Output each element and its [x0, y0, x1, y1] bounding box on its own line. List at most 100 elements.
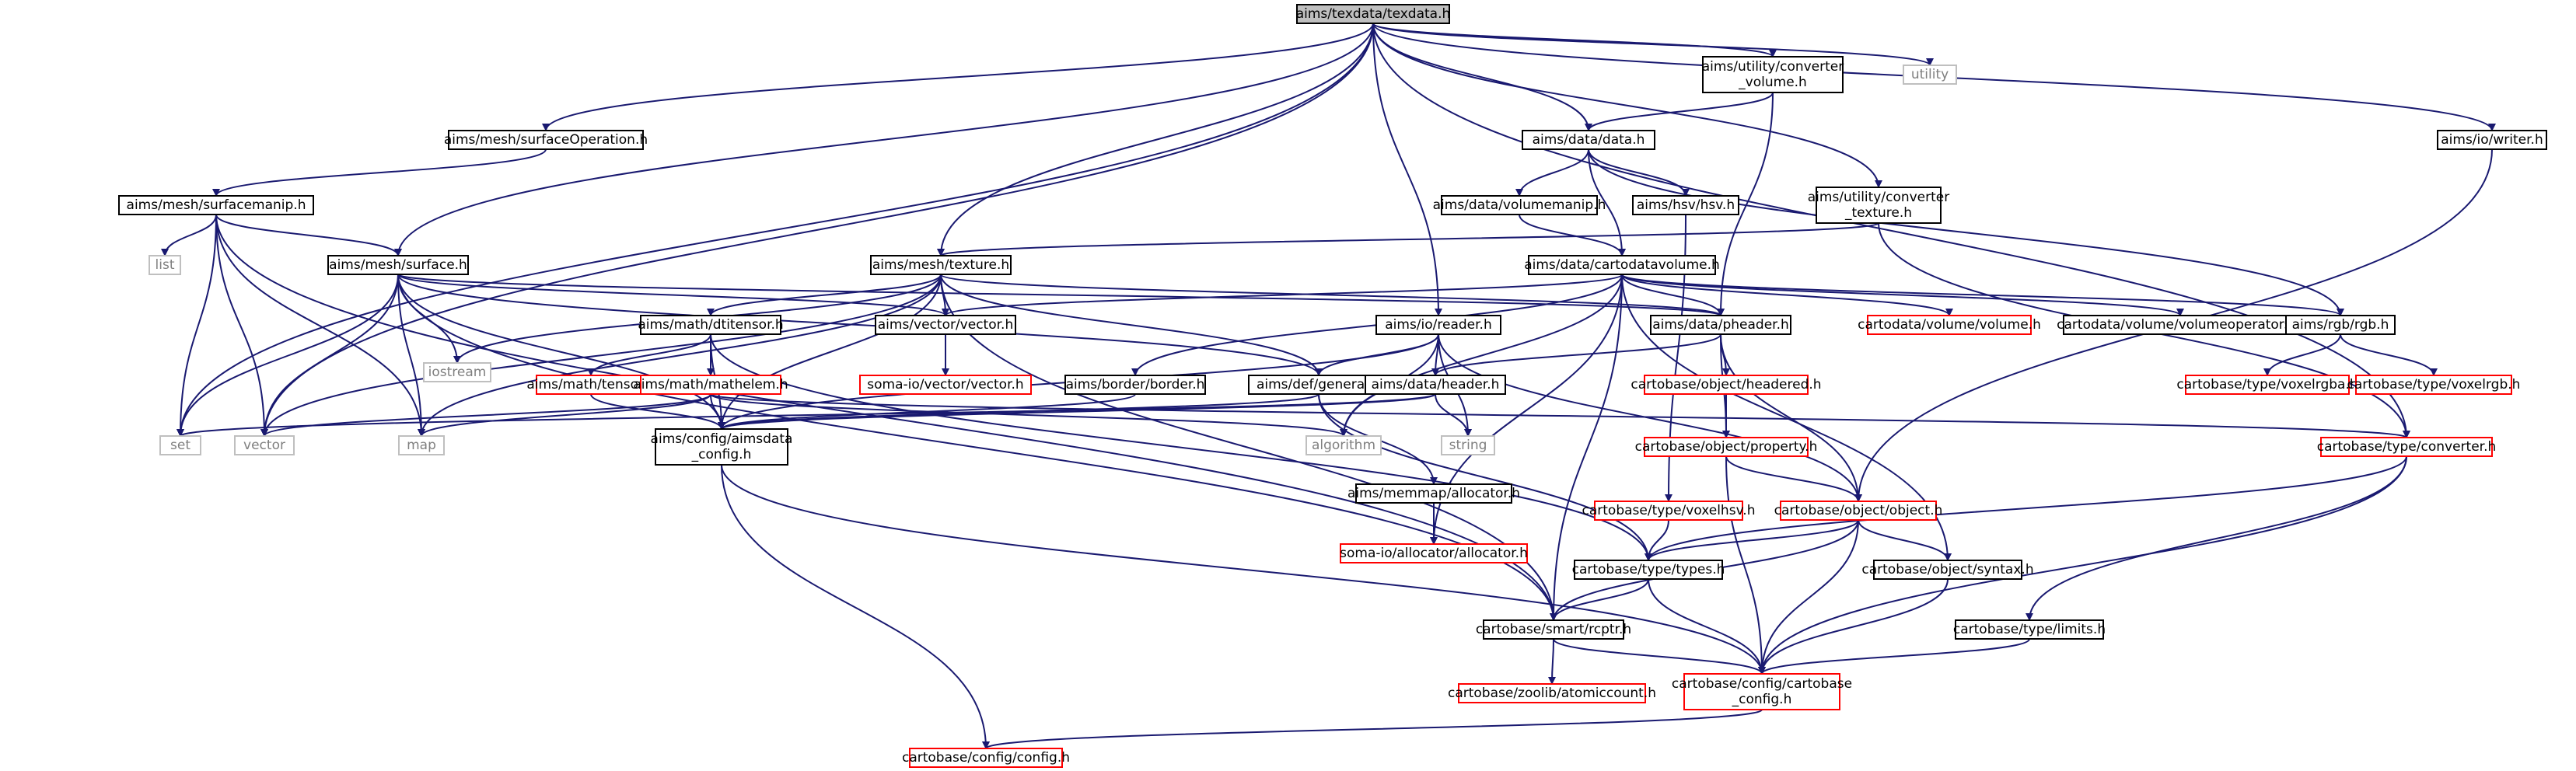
node-types[interactable]: cartobase/type/types.h [1572, 560, 1725, 580]
node-surfManip[interactable]: aims/mesh/surfacemanip.h [118, 195, 314, 215]
edge-syntax-to-cbconfig [1758, 578, 1949, 675]
node-mathelem[interactable]: aims/math/mathelem.h [633, 375, 788, 395]
node-root[interactable]: aims/texdata/texdata.h [1296, 4, 1451, 24]
edge-converter-to-cbconfig [1758, 455, 2407, 675]
node-label: aims/texdata/texdata.h [1296, 6, 1451, 22]
node-voxelrgb[interactable]: cartobase/type/voxelrgb.h [2347, 375, 2521, 395]
node-box [1594, 501, 1743, 521]
edge-surfManip-to-list [161, 214, 217, 256]
node-border[interactable]: aims/border/border.h [1064, 375, 1206, 395]
edge-texture-to-map [418, 274, 942, 437]
node-box [1483, 619, 1624, 640]
edge-cartovol-to-pheader [1621, 274, 1725, 316]
node-hsv[interactable]: aims/hsv/hsv.h [1632, 195, 1739, 215]
node-aimsconfig[interactable]: aims/config/aimsdata_config.h [651, 428, 793, 466]
node-label: _config.h [691, 447, 752, 462]
node-algorithm: algorithm [1305, 435, 1382, 455]
edge-root-to-surfOp [542, 23, 1374, 131]
node-box [655, 428, 788, 466]
node-pheader[interactable]: aims/data/pheader.h [1650, 315, 1791, 335]
node-voxelhsv[interactable]: cartobase/type/voxelhsv.h [1582, 501, 1756, 521]
node-cvolume[interactable]: cartodata/volume/volume.h [1858, 315, 2041, 335]
edge-root-to-utility [1372, 23, 1934, 66]
node-box [327, 255, 469, 275]
node-cbconfig[interactable]: cartobase/config/cartobase_config.h [1672, 673, 1852, 710]
node-convVol[interactable]: aims/utility/converter_volume.h [1702, 56, 1844, 93]
edge-pheader-to-header [1431, 333, 1721, 376]
node-memmap[interactable]: aims/memmap/allocator.h [1347, 483, 1520, 504]
node-writer[interactable]: aims/io/writer.h [2437, 130, 2547, 150]
node-somavector[interactable]: soma-io/vector/vector.h [859, 375, 1032, 395]
edge-cartovol-to-cvolume [1621, 274, 1953, 316]
node-atomic[interactable]: cartobase/zoolib/atomiccount.h [1448, 683, 1656, 703]
node-ioreader[interactable]: aims/io/reader.h [1375, 315, 1501, 335]
edge-rgb-to-voxelrgba [2263, 333, 2341, 376]
node-box [1528, 255, 1716, 275]
node-label: _config.h [1732, 692, 1792, 707]
node-box [1441, 195, 1598, 215]
node-string: string [1441, 435, 1495, 455]
edge-convVol-to-datah [1585, 92, 1774, 131]
node-voxelrgba[interactable]: cartobase/type/voxelrgba.h [2176, 375, 2358, 395]
edge-surfManip-to-map [215, 214, 425, 437]
node-label: list [156, 257, 175, 273]
node-vectorh[interactable]: aims/vector/vector.h [875, 315, 1016, 335]
node-cartovol[interactable]: aims/data/cartodatavolume.h [1524, 255, 1720, 275]
edge-mathelem-to-map [418, 393, 711, 437]
node-volmanip[interactable]: aims/data/volumemanip.h [1433, 195, 1606, 215]
edge-surface-to-aimsconfig [397, 274, 725, 430]
node-convTex[interactable]: aims/utility/converter_texture.h [1808, 187, 1950, 224]
node-label: aims/memmap/allocator.h [1347, 486, 1520, 501]
node-label: aims/mesh/surfacemanip.h [127, 197, 306, 213]
node-tensor[interactable]: aims/math/tensor.h [526, 375, 655, 395]
node-converter[interactable]: cartobase/type/converter.h [2317, 437, 2497, 457]
node-label: aims/mesh/surface.h [329, 257, 467, 273]
node-datah[interactable]: aims/data/data.h [1522, 130, 1655, 150]
node-label: aims/data/data.h [1533, 132, 1645, 148]
node-box [870, 255, 1012, 275]
node-syntax[interactable]: cartobase/object/syntax.h [1861, 560, 2034, 580]
node-config[interactable]: cartobase/config/config.h [902, 748, 1070, 768]
node-label: aims/data/pheader.h [1652, 317, 1789, 333]
node-box [1522, 130, 1655, 150]
node-volops[interactable]: cartodata/volume/volumeoperators.h [2057, 315, 2304, 335]
edge-datah-to-volmanip [1515, 148, 1589, 197]
node-texture[interactable]: aims/mesh/texture.h [870, 255, 1012, 275]
node-box [2320, 437, 2493, 457]
node-rgb[interactable]: aims/rgb/rgb.h [2285, 315, 2396, 335]
edge-pheader-to-objecth [1720, 333, 1862, 502]
node-label: cartobase/type/voxelrgba.h [2176, 377, 2358, 392]
edge-general-to-types [1318, 393, 1652, 561]
node-property[interactable]: cartobase/object/property.h [1635, 437, 1818, 457]
node-surface[interactable]: aims/mesh/surface.h [327, 255, 469, 275]
node-header[interactable]: aims/data/header.h [1365, 375, 1506, 395]
node-box [909, 748, 1063, 768]
edge-datah-to-cartovol [1588, 148, 1626, 256]
edge-types-to-rcptr [1550, 578, 1649, 621]
edge-objecth-to-types [1645, 519, 1859, 561]
node-label: aims/rgb/rgb.h [2292, 317, 2389, 333]
node-surfOp[interactable]: aims/mesh/surfaceOperation.h [444, 130, 648, 150]
edge-property-to-cbconfig [1725, 455, 1766, 675]
node-label: cartobase/type/voxelhsv.h [1582, 503, 1756, 518]
node-dtitensor[interactable]: aims/math/dtitensor.h [638, 315, 784, 335]
node-vector: vector [234, 435, 295, 455]
edge-surface-to-map [397, 274, 425, 437]
node-objecth[interactable]: cartobase/object/object.h [1774, 501, 1943, 521]
node-limits[interactable]: cartobase/type/limits.h [1953, 619, 2106, 640]
node-headered[interactable]: cartobase/object/headered.h [1631, 375, 1822, 395]
node-box [118, 195, 314, 215]
node-box [859, 375, 1032, 395]
node-label: aims/math/mathelem.h [633, 377, 788, 392]
node-label: aims/def/general.h [1257, 377, 1381, 392]
node-box [1365, 375, 1506, 395]
node-label: cartobase/object/object.h [1774, 503, 1943, 518]
node-somaalloc[interactable]: soma-io/allocator/allocator.h [1340, 543, 1528, 563]
edge-types-to-cbconfig [1648, 578, 1766, 675]
node-box [2185, 375, 2350, 395]
edge-root-to-surface [394, 23, 1374, 256]
node-box [1355, 483, 1512, 504]
node-box [1873, 560, 2022, 580]
node-rcptr[interactable]: cartobase/smart/rcptr.h [1476, 619, 1631, 640]
node-box [423, 362, 491, 382]
